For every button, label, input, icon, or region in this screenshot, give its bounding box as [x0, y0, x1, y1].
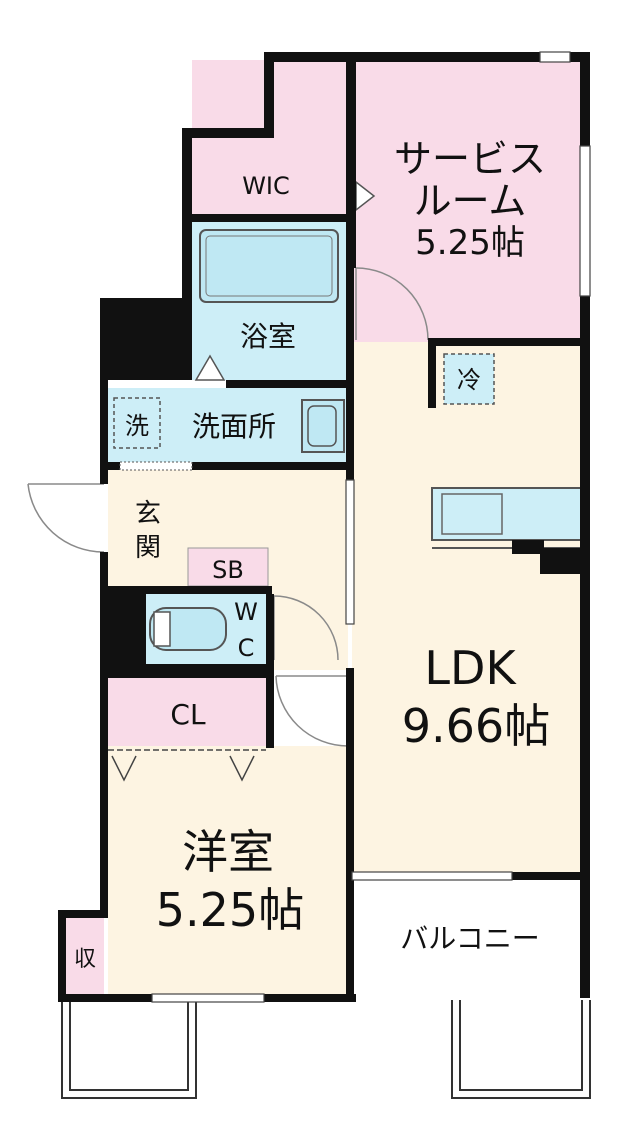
service-room-label-2: ルーム [414, 179, 527, 223]
bath-door-marker [194, 354, 226, 381]
closet-label: CL [170, 698, 206, 731]
closet-door-markers [111, 755, 255, 782]
fridge-space [443, 353, 495, 405]
shoe-box-floor [187, 547, 269, 587]
fridge-label: 冷 [457, 366, 481, 394]
entrance-label-2: 関 [135, 533, 161, 563]
washroom-label: 洗面所 [192, 410, 276, 443]
closet-floor [108, 676, 266, 746]
windows [151, 51, 591, 1003]
wic-label: WIC [242, 172, 290, 200]
kitchen-counter [431, 487, 583, 541]
storage-floor [66, 918, 104, 994]
western-room-size: 5.25帖 [156, 883, 304, 937]
washer-space [113, 397, 161, 449]
shoe-box-label: SB [212, 556, 244, 584]
washer-label: 洗 [125, 412, 149, 440]
ldk-label: LDK [424, 641, 517, 695]
western-room-floor [108, 746, 348, 994]
door-swings [27, 267, 429, 747]
balcony-label: バルコニー [400, 922, 539, 955]
western-room-label: 洋室 [182, 825, 274, 879]
storage-label: 収 [74, 947, 96, 972]
entrance-floor [108, 470, 188, 586]
balcony-floor [352, 880, 582, 994]
bathtub [199, 229, 339, 303]
ldk-size: 9.66帖 [402, 699, 550, 753]
ldk-floor [352, 342, 582, 872]
service-room-size: 5.25帖 [415, 223, 525, 263]
balcony-railings [61, 1000, 591, 1099]
service-room-label-1: サービス [394, 137, 546, 181]
bath-label: 浴室 [240, 320, 296, 353]
service-room-floor [352, 60, 582, 342]
entrance-label-1: 玄 [135, 499, 161, 529]
wc-label-1: W [234, 598, 258, 626]
wc-label-2: C [238, 634, 255, 662]
